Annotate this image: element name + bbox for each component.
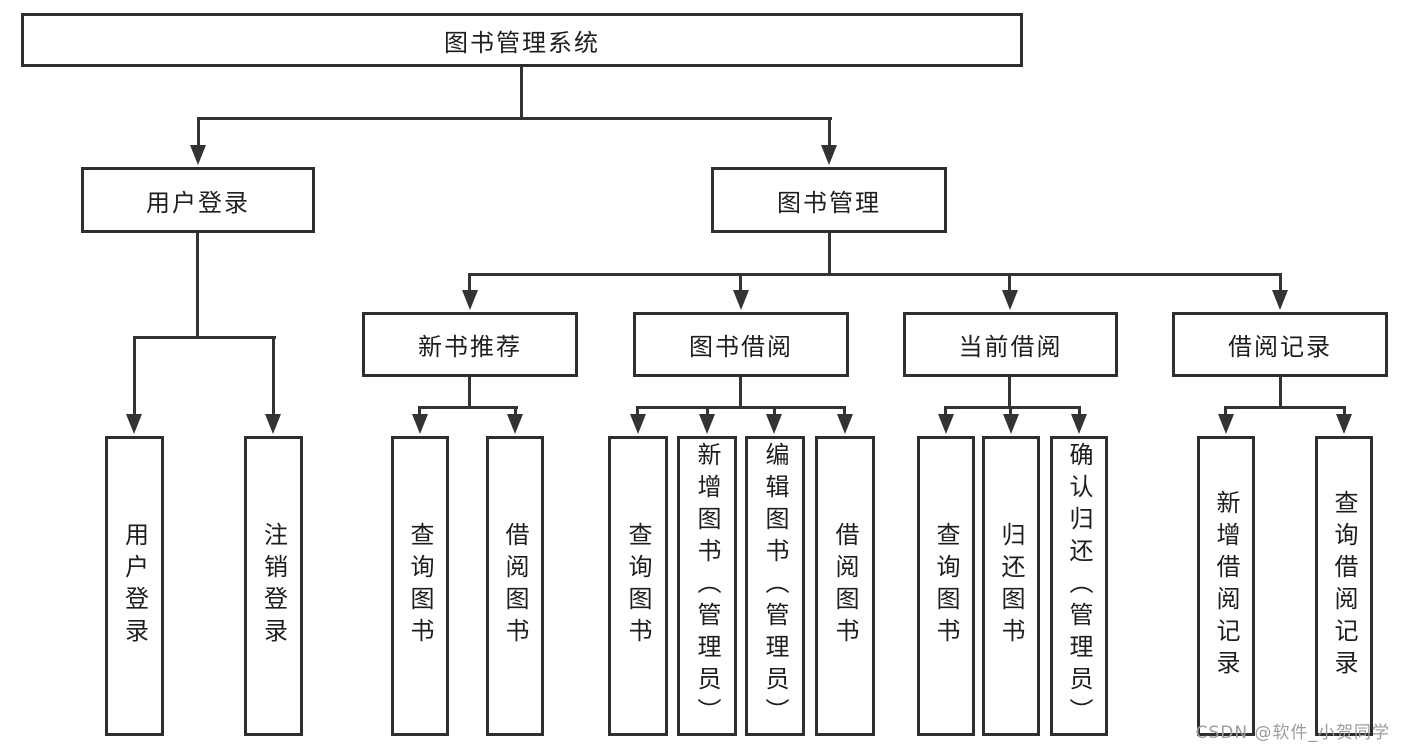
connector — [1078, 406, 1081, 418]
connector — [739, 273, 742, 293]
node-label: 图书管理 — [777, 188, 881, 217]
connector — [1224, 406, 1346, 409]
node-user-login: 用户登录 — [81, 167, 315, 233]
leaf-query-borrow-record: 查询借阅记录 — [1315, 436, 1373, 736]
connector — [520, 67, 523, 118]
node-label: 图书管理系统 — [444, 28, 600, 57]
connector — [1008, 377, 1011, 409]
node-label: 新增图书（管理员） — [693, 442, 721, 730]
node-label: 新书推荐 — [418, 333, 522, 361]
leaf-add-books-admin: 新增图书（管理员） — [677, 436, 737, 736]
node-label: 用户登录 — [146, 188, 250, 217]
node-label: 确认归还（管理员） — [1065, 442, 1093, 730]
connector — [1343, 406, 1346, 418]
node-label: 借阅图书 — [501, 522, 529, 650]
arrow-down-icon — [126, 414, 142, 434]
leaf-borrow-books: 借阅图书 — [815, 436, 875, 736]
leaf-confirm-return-admin: 确认归还（管理员） — [1050, 436, 1108, 736]
connector — [196, 233, 199, 338]
arrow-down-icon — [190, 145, 206, 165]
arrow-down-icon — [1272, 290, 1288, 310]
leaf-add-borrow-record: 新增借阅记录 — [1197, 436, 1255, 736]
connector — [468, 273, 471, 293]
connector — [514, 406, 517, 418]
connector — [1279, 273, 1282, 293]
node-label: 借阅记录 — [1228, 333, 1332, 361]
connector — [636, 406, 846, 409]
leaf-borrow-books-recommend: 借阅图书 — [486, 436, 544, 736]
node-label: 当前借阅 — [958, 333, 1063, 361]
leaf-query-books-borrowing: 查询图书 — [608, 436, 668, 736]
arrow-down-icon — [938, 414, 954, 434]
connector — [197, 117, 832, 120]
arrow-down-icon — [733, 290, 749, 310]
connector — [197, 117, 200, 147]
node-new-book-recommend: 新书推荐 — [362, 312, 578, 377]
leaf-user-login: 用户登录 — [105, 436, 164, 736]
connector — [828, 233, 831, 275]
connector — [706, 406, 709, 418]
arrow-down-icon — [1002, 290, 1018, 310]
connector — [133, 336, 276, 339]
csdn-watermark: CSDN @软件_小贺同学 — [1195, 723, 1390, 743]
connector — [843, 406, 846, 418]
node-label: 新增借阅记录 — [1212, 490, 1240, 682]
connector — [418, 406, 518, 409]
leaf-logout: 注销登录 — [244, 436, 303, 736]
leaf-return-books: 归还图书 — [982, 436, 1040, 736]
arrow-down-icon — [699, 414, 715, 434]
connector — [636, 406, 639, 418]
connector — [1224, 406, 1227, 418]
connector — [418, 406, 421, 418]
node-borrowing-records: 借阅记录 — [1172, 312, 1388, 377]
arrow-down-icon — [1218, 414, 1234, 434]
connector — [828, 117, 831, 147]
node-current-borrowing: 当前借阅 — [903, 312, 1118, 377]
node-root-system: 图书管理系统 — [21, 13, 1023, 67]
connector — [944, 406, 1081, 409]
arrow-down-icon — [1071, 414, 1087, 434]
connector — [272, 336, 275, 418]
leaf-edit-books-admin: 编辑图书（管理员） — [745, 436, 805, 736]
leaf-query-books-recommend: 查询图书 — [391, 436, 449, 736]
arrow-down-icon — [265, 414, 281, 434]
connector — [1279, 377, 1282, 409]
arrow-down-icon — [1336, 414, 1352, 434]
arrow-down-icon — [462, 290, 478, 310]
node-label: 编辑图书（管理员） — [761, 442, 789, 730]
connector — [468, 377, 471, 409]
node-label: 查询图书 — [406, 522, 434, 650]
node-label: 查询图书 — [624, 522, 652, 650]
connector — [1008, 273, 1011, 293]
arrow-down-icon — [766, 414, 782, 434]
arrow-down-icon — [630, 414, 646, 434]
node-label: 图书借阅 — [689, 333, 793, 361]
arrow-down-icon — [507, 414, 523, 434]
connector — [133, 336, 136, 418]
connector — [773, 406, 776, 418]
node-label: 归还图书 — [997, 522, 1025, 650]
arrow-down-icon — [821, 145, 837, 165]
arrow-down-icon — [837, 414, 853, 434]
connector — [944, 406, 947, 418]
node-label: 查询图书 — [932, 522, 960, 650]
node-label: 查询借阅记录 — [1330, 490, 1358, 682]
connector — [1009, 406, 1012, 418]
node-book-borrowing: 图书借阅 — [633, 312, 849, 377]
connector — [468, 273, 1282, 276]
node-label: 注销登录 — [259, 522, 288, 650]
node-book-management: 图书管理 — [711, 167, 947, 233]
arrow-down-icon — [412, 414, 428, 434]
connector — [739, 377, 742, 409]
node-label: 借阅图书 — [831, 522, 859, 650]
arrow-down-icon — [1003, 414, 1019, 434]
leaf-query-books-current: 查询图书 — [917, 436, 975, 736]
node-label: 用户登录 — [120, 522, 149, 650]
